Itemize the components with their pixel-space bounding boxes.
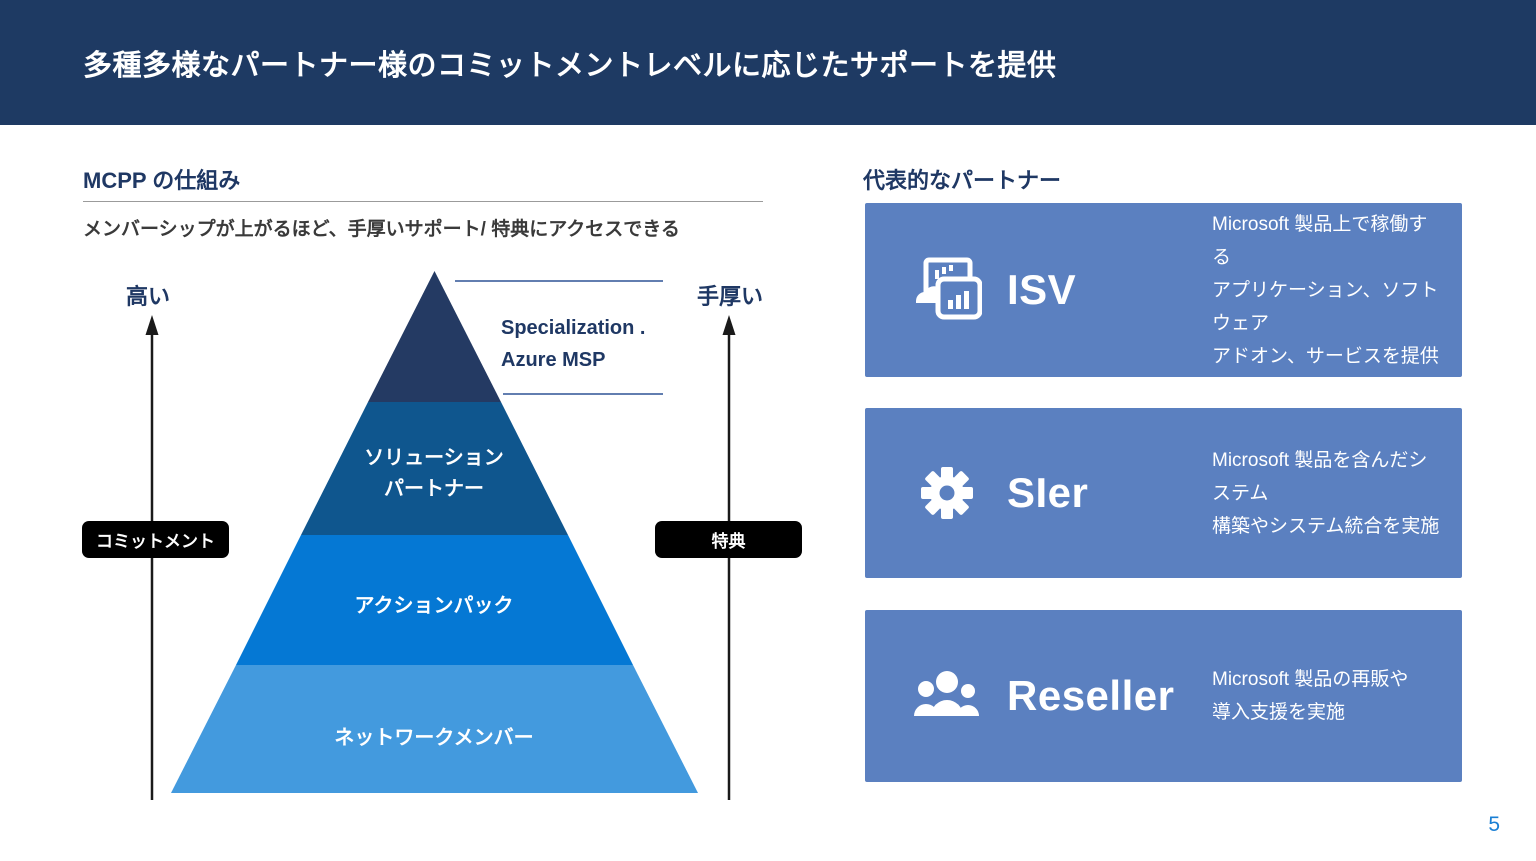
page-number: 5 — [1488, 813, 1500, 836]
gear-icon — [907, 465, 987, 521]
commitment-axis-high-label: 高い — [126, 284, 171, 309]
solution-partner-line1: ソリューション — [364, 447, 504, 469]
isv-card-description: Microsoft 製品上で稼働する アプリケーション、ソフトウェア アドオン、… — [1212, 208, 1442, 373]
reseller-desc-line2: 導入支援を実施 — [1212, 702, 1346, 723]
specialization-annotation-line1: Specialization . — [501, 317, 646, 339]
commitment-axis-arrowhead-icon — [145, 315, 159, 335]
pyramid-label-action-pack: アクションパック — [354, 595, 514, 617]
sier-card-description: Microsoft 製品を含んだシステム 構築やシステム統合を実施 — [1212, 444, 1442, 543]
isv-card-title: ISV — [1007, 266, 1077, 313]
commitment-badge: コミットメント — [82, 521, 229, 558]
isv-desc-line1: Microsoft 製品上で稼働する — [1212, 213, 1428, 268]
partner-card-reseller: Reseller Microsoft 製品の再販や 導入支援を実施 — [865, 610, 1462, 782]
benefit-axis-arrowhead-icon — [722, 315, 736, 335]
sier-desc-line2: 構築やシステム統合を実施 — [1212, 515, 1440, 537]
pyramid-label-solution-partner: ソリューション パートナー — [284, 443, 584, 505]
benefit-axis-generous-label: 手厚い — [697, 284, 764, 309]
partner-card-sier: SIer Microsoft 製品を含んだシステム 構築やシステム統合を実施 — [865, 408, 1462, 578]
partner-card-isv: ISV Microsoft 製品上で稼働する アプリケーション、ソフトウェア ア… — [865, 203, 1462, 377]
isv-apps-icon — [907, 257, 987, 323]
heading-divider — [83, 201, 763, 202]
specialization-annotation-line2: Azure MSP — [501, 349, 606, 371]
isv-desc-line3: アドオン、サービスを提供 — [1212, 345, 1439, 367]
header-bar: 多種多様なパートナー様のコミットメントレベルに応じたサポートを提供 — [0, 0, 1536, 125]
partners-section-heading: 代表的なパートナー — [863, 168, 1062, 193]
mcpp-section-heading: MCPP の仕組み — [83, 168, 241, 193]
slide-title: 多種多様なパートナー様のコミットメントレベルに応じたサポートを提供 — [83, 49, 1057, 82]
reseller-card-title: Reseller — [1007, 672, 1175, 719]
sier-desc-line1: Microsoft 製品を含んだシステム — [1212, 449, 1428, 504]
specialization-annotation: Specialization . Azure MSP — [501, 312, 645, 376]
pyramid-level-action-pack — [236, 535, 633, 665]
pyramid-level-specialization — [368, 271, 501, 402]
pyramid-level-network-member — [171, 665, 698, 793]
reseller-desc-line1: Microsoft 製品の再販や — [1212, 669, 1409, 690]
solution-partner-line2: パートナー — [384, 478, 484, 500]
pyramid-label-network-member: ネットワークメンバー — [334, 727, 534, 749]
sier-card-title: SIer — [1007, 469, 1089, 516]
reseller-card-description: Microsoft 製品の再販や 導入支援を実施 — [1212, 663, 1442, 729]
mcpp-section-subtitle: メンバーシップが上がるほど、手厚いサポート/ 特典にアクセスできる — [83, 219, 680, 240]
isv-desc-line2: アプリケーション、ソフトウェア — [1212, 279, 1439, 334]
benefit-badge: 特典 — [655, 521, 802, 558]
people-icon — [907, 668, 987, 724]
pyramid-level-solution-partner — [301, 402, 568, 535]
